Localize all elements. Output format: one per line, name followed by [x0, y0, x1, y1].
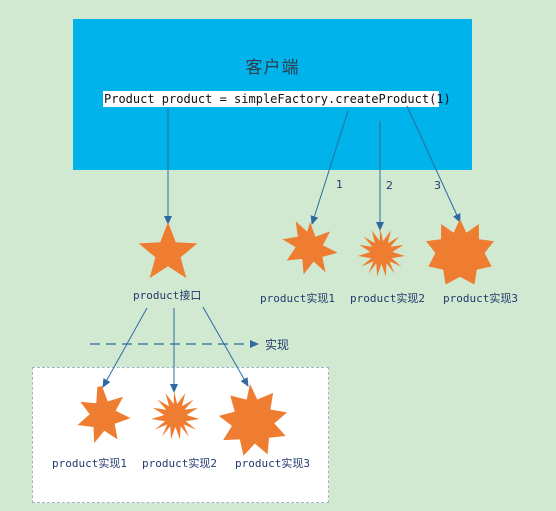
- arrow-number-2: 2: [386, 179, 393, 192]
- arrow-number-1: 1: [336, 178, 343, 191]
- created-product-3-star-icon: [426, 219, 494, 285]
- implementations-box: [32, 367, 329, 503]
- created-product-1-star-icon: [282, 221, 338, 275]
- impl-3-label: product实现3: [235, 457, 310, 470]
- created-product-2-label: product实现2: [350, 292, 425, 305]
- interface-label: product接口: [133, 289, 202, 302]
- implements-legend-label: 实现: [265, 338, 290, 352]
- interface-star-icon: [138, 222, 198, 279]
- client-code-line: Product product = simpleFactory.createPr…: [103, 91, 451, 107]
- created-product-2-star-icon: [357, 228, 405, 277]
- client-title: 客户端: [245, 58, 300, 78]
- impl-2-label: product实现2: [142, 457, 217, 470]
- arrow-number-3: 3: [434, 179, 441, 192]
- created-product-1-label: product实现1: [260, 292, 335, 305]
- impl-1-label: product实现1: [52, 457, 127, 470]
- created-product-3-label: product实现3: [443, 292, 518, 305]
